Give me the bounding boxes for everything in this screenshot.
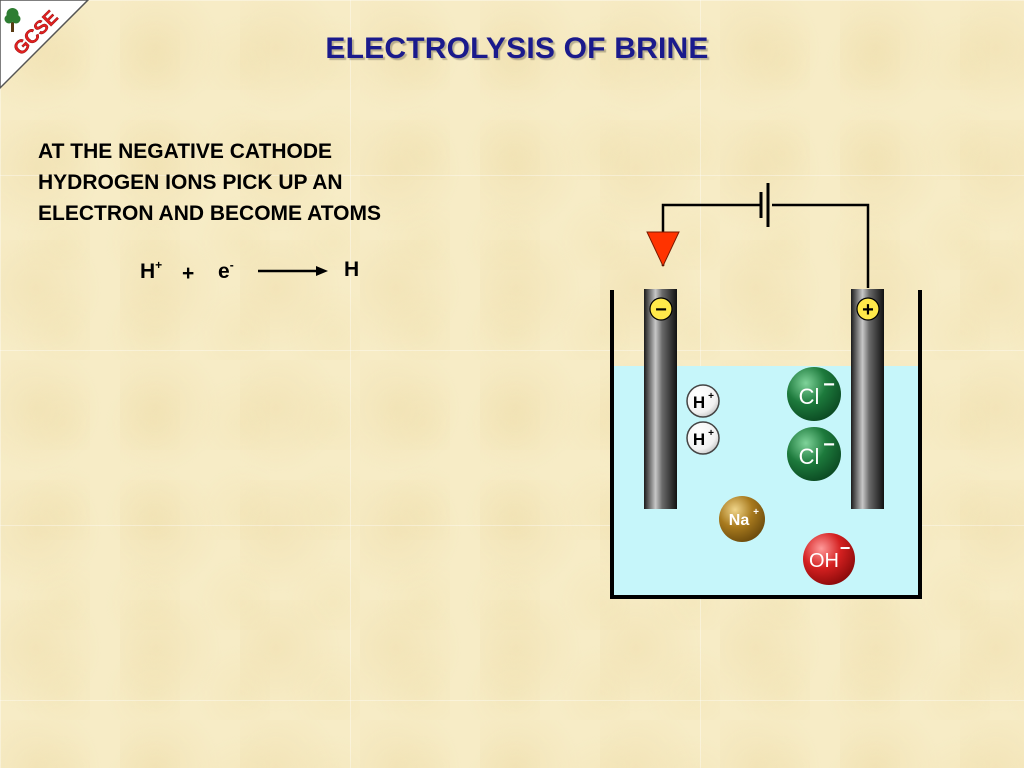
sodium-ion: Na + (719, 496, 765, 542)
equation-product: H (344, 258, 360, 281)
description-line-1: AT THE NEGATIVE CATHODE (38, 140, 332, 163)
hydroxide-ion: OH − (803, 533, 855, 585)
tree-icon (4, 8, 21, 32)
circuit-wires (661, 203, 870, 288)
ion-symbol: H (693, 430, 705, 449)
beaker (610, 290, 922, 599)
ion-symbol: OH (809, 550, 839, 572)
ion-charge: − (840, 538, 851, 558)
equation-h-symbol: H (140, 260, 156, 283)
ion-charge: + (708, 428, 714, 439)
ion-charge: + (753, 507, 759, 518)
description-line-3: ELECTRON AND BECOME ATOMS (38, 202, 382, 225)
anode-electrode (851, 289, 884, 509)
anode-sign: + (862, 299, 874, 321)
cathode-electrode (644, 289, 677, 509)
electron-flow-arrow-icon (646, 231, 680, 268)
equation-e-symbol: e (218, 260, 230, 283)
gcse-badge: GCSE (0, 0, 90, 90)
ion-symbol: Cl (799, 384, 820, 409)
equation-plus: + (182, 262, 195, 285)
description: AT THE NEGATIVE CATHODE HYDROGEN IONS PI… (38, 136, 381, 229)
chloride-ion: Cl − (787, 427, 841, 481)
description-line-2: HYDROGEN IONS PICK UP AN (38, 171, 343, 194)
ion-symbol: Na (729, 512, 750, 529)
equation-h-charge: + (155, 258, 163, 272)
equation-reactant-electron: e- (218, 258, 234, 284)
chloride-ion: Cl − (787, 367, 841, 421)
ion-symbol: Cl (799, 444, 820, 469)
equation-reactant-hydrogen-ion: H+ (140, 258, 162, 284)
hydrogen-ion: H + (686, 421, 720, 455)
hydrogen-ion: H + (686, 384, 720, 418)
cathode-sign: − (655, 299, 667, 321)
page-title: ELECTROLYSIS OF BRINE (325, 32, 709, 65)
electrolysis-cell-diagram: − + H + H + Cl − Cl − Na + OH − (610, 183, 922, 599)
battery-icon (759, 183, 770, 227)
ion-symbol: H (693, 393, 705, 412)
equation-e-charge: - (229, 258, 234, 272)
ion-charge: − (823, 434, 835, 456)
cathode-sign-icon (649, 297, 673, 321)
ion-charge: + (708, 391, 714, 402)
reaction-arrow-icon (258, 266, 328, 276)
anode-sign-icon (856, 297, 880, 321)
ion-charge: − (823, 374, 835, 396)
